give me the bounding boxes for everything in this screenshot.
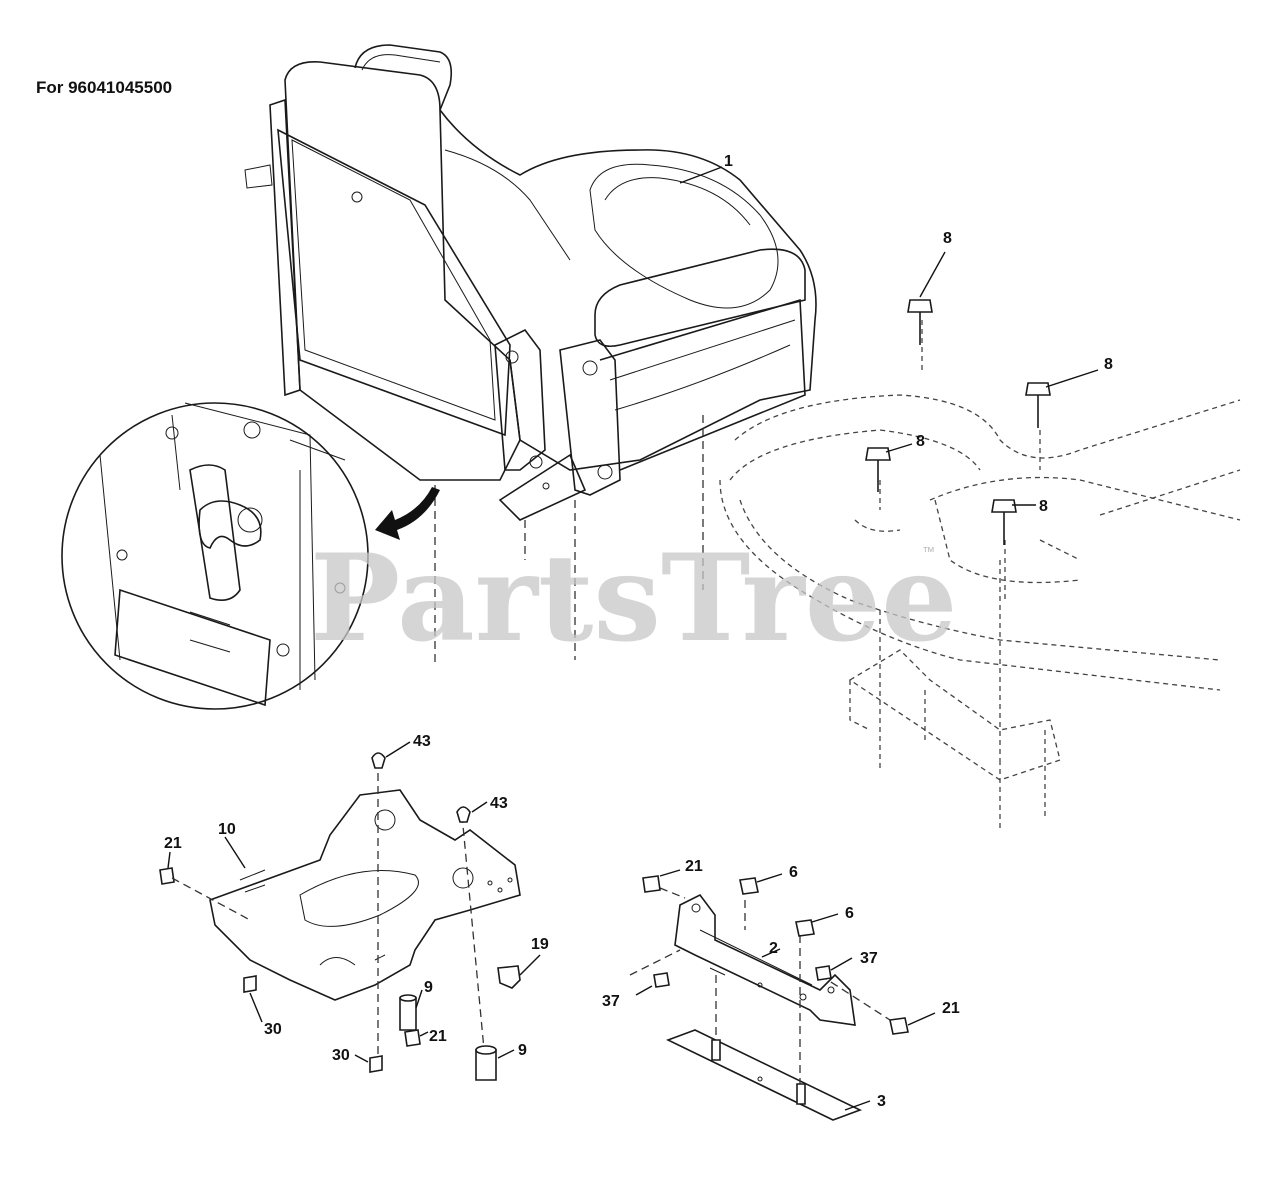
callout-19: 19 [531,936,549,953]
callout-43-a: 43 [413,733,431,750]
callout-9-b: 9 [518,1042,527,1059]
trademark-mark: ™ [922,544,935,559]
callout-21-c: 21 [685,858,703,875]
callout-6-a: 6 [789,864,798,881]
callout-9-a: 9 [424,979,433,996]
callout-3: 3 [877,1093,886,1110]
callout-21-a: 21 [164,835,182,852]
callout-2: 2 [769,940,778,957]
callout-21-b: 21 [429,1028,447,1045]
seat-plate-assembly [159,741,541,1081]
seat-assembly [244,44,817,665]
model-caption: For 96041045500 [36,78,173,97]
detail-inset [61,402,440,710]
frame-outline [719,320,1241,830]
bracket-assembly [629,869,936,1121]
callout-37-a: 37 [860,950,878,967]
callout-30-b: 30 [332,1047,350,1064]
callout-8-b: 8 [1104,356,1113,373]
callout-1: 1 [724,153,733,170]
callout-8-d: 8 [1039,498,1048,515]
callout-21-d: 21 [942,1000,960,1017]
callout-8-a: 8 [943,230,952,247]
bolt-8-set [865,251,1099,545]
callout-8-c: 8 [916,433,925,450]
callout-43-b: 43 [490,795,508,812]
callout-37-b: 37 [602,993,620,1010]
callout-6-b: 6 [845,905,854,922]
watermark-text: PartsTree [310,528,957,669]
callout-10: 10 [218,821,236,838]
callout-30-a: 30 [264,1021,282,1038]
